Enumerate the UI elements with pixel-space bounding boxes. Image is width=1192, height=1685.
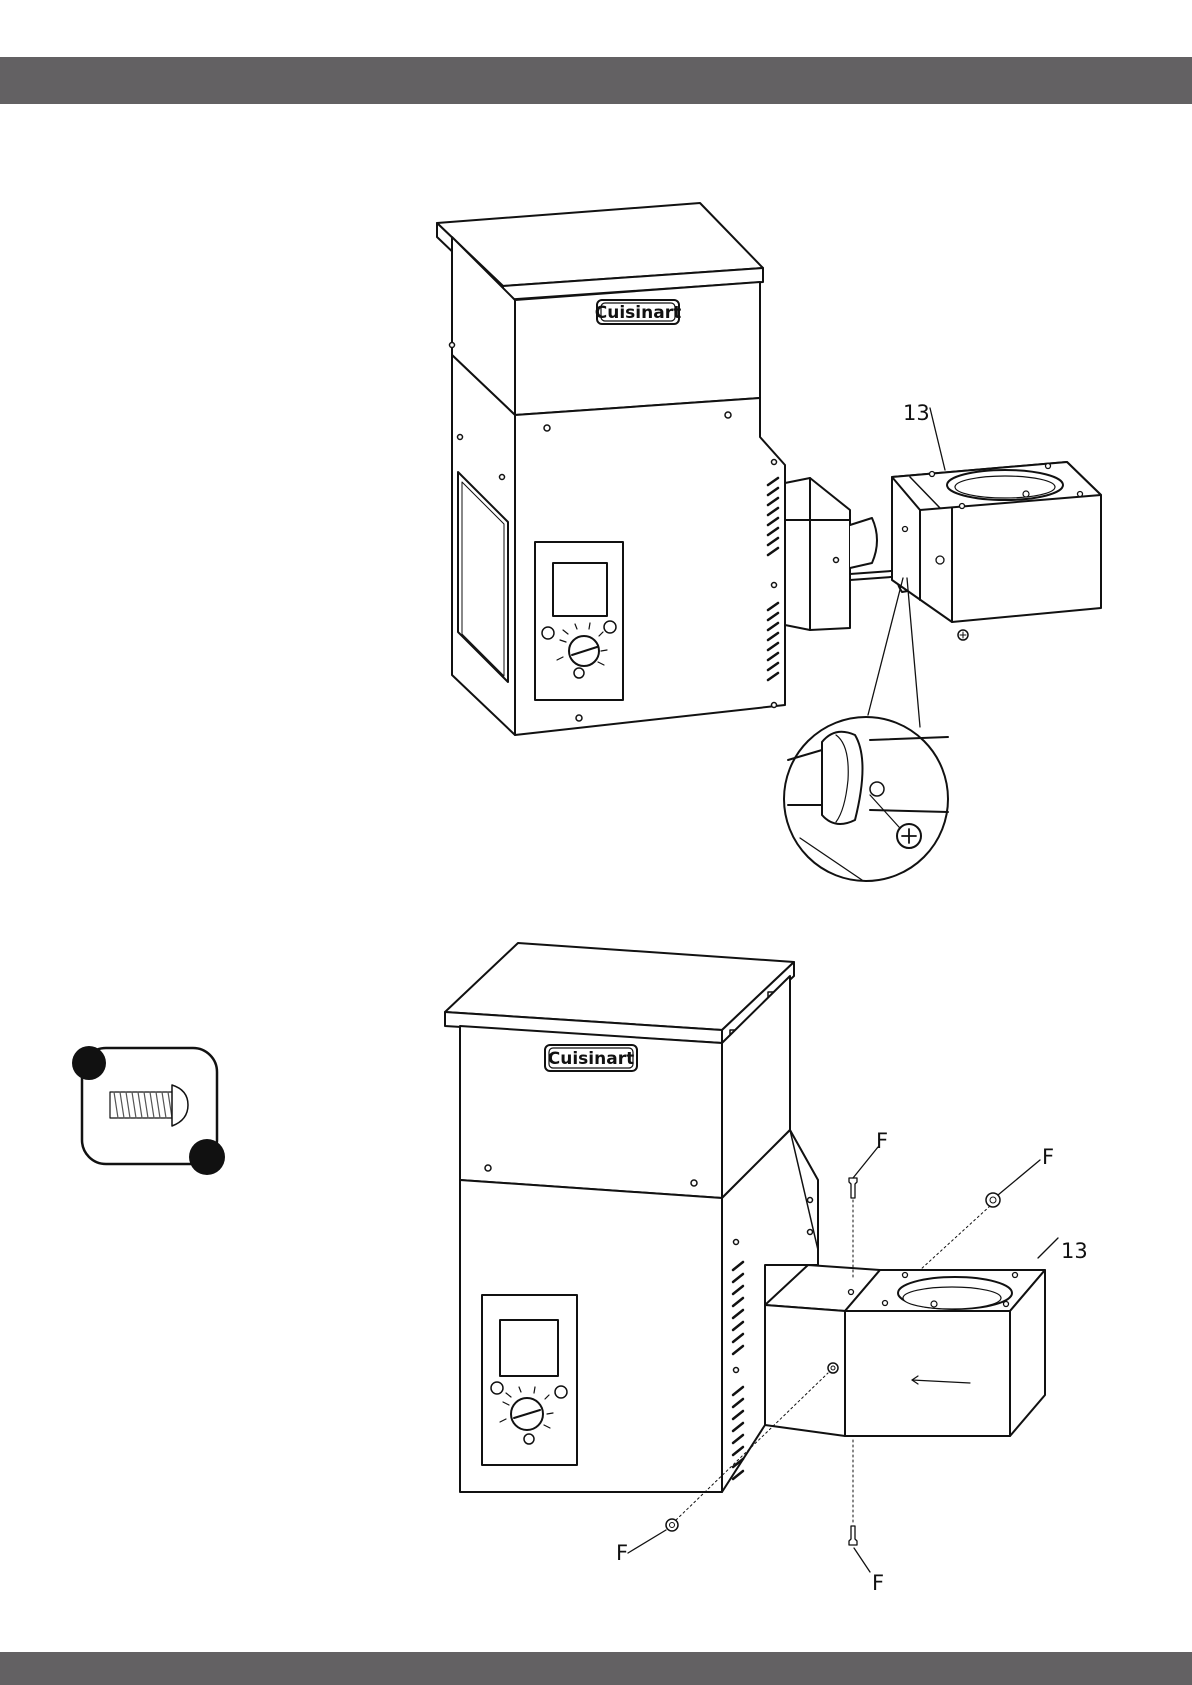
top-assembly-figure: Cuisinart (437, 203, 1101, 881)
brand-badge: Cuisinart (595, 300, 681, 324)
brand-badge: Cuisinart (545, 1045, 637, 1071)
fastener-bottom: F (849, 1440, 884, 1595)
part-callout-13: 13 (1061, 1239, 1088, 1263)
detail-zoom-circle (784, 717, 948, 881)
fastener-callout-f: F (876, 1129, 888, 1153)
fastener-top: F (849, 1129, 888, 1280)
bottom-assembly-figure: Cuisinart (445, 943, 1088, 1595)
fastener-right: F (920, 1145, 1054, 1270)
control-panel (535, 542, 623, 700)
hardware-panel (72, 1046, 225, 1175)
fastener-callout-f: F (1042, 1145, 1054, 1169)
control-panel (482, 1295, 577, 1465)
brand-label: Cuisinart (595, 303, 681, 323)
fastener-callout-f: F (616, 1541, 628, 1565)
part-callout-13: 13 (903, 401, 930, 425)
fastener-callout-f: F (872, 1571, 884, 1595)
brand-label: Cuisinart (548, 1049, 634, 1069)
